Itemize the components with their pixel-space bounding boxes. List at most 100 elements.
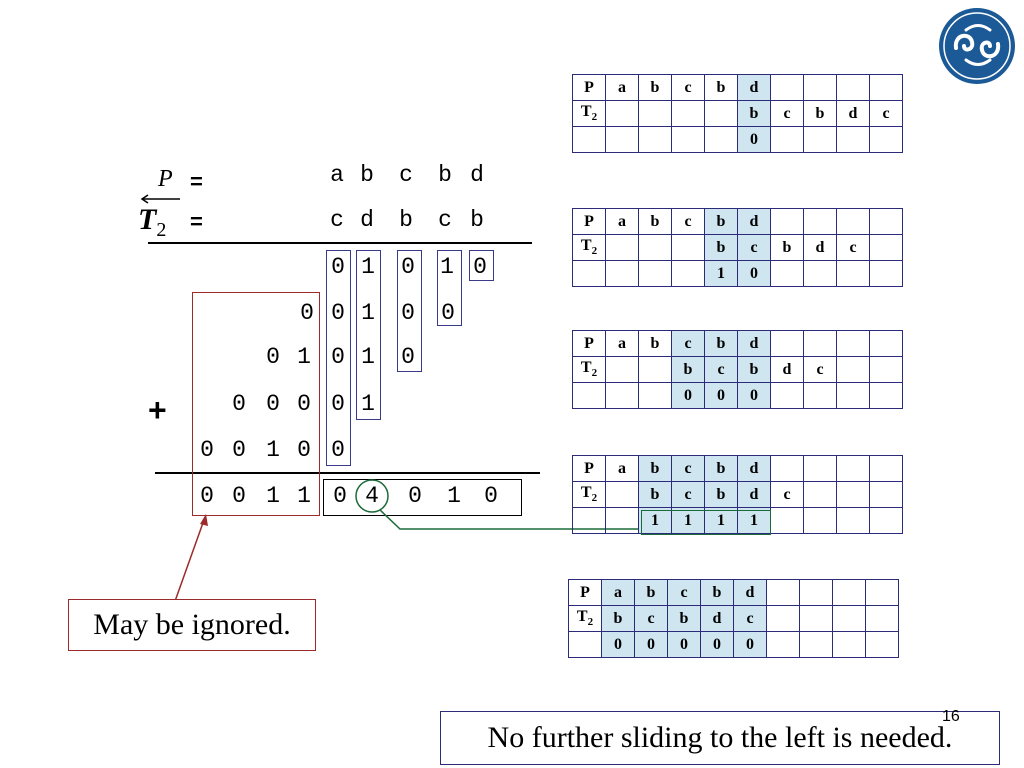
cell: 0 xyxy=(704,382,738,409)
cell xyxy=(869,126,903,153)
column-box xyxy=(437,250,462,326)
cell xyxy=(865,579,899,606)
cell xyxy=(869,74,903,101)
result-digit: 4 xyxy=(365,483,379,509)
row-header: P xyxy=(568,579,602,606)
cell xyxy=(836,455,870,482)
cell: c xyxy=(733,605,767,632)
cell: d xyxy=(737,74,771,101)
row-header xyxy=(572,260,606,287)
cell: b xyxy=(638,481,672,508)
alignment-table-2: P a b c b d T2 b c b d c 1 0 xyxy=(572,208,903,287)
table-row-result: 0 0 0 xyxy=(572,382,903,409)
cell xyxy=(766,605,800,632)
digit: 0 xyxy=(331,437,345,463)
cell: b xyxy=(770,234,804,261)
cell: d xyxy=(803,234,837,261)
cell: b xyxy=(638,208,672,235)
cell: d xyxy=(737,330,771,357)
t2-letter: T xyxy=(576,608,588,626)
table-row-p: P a b c b d xyxy=(572,208,903,235)
cell xyxy=(638,356,672,383)
table-row-p: P a b c b d xyxy=(572,74,903,101)
cell: b xyxy=(638,74,672,101)
row-header xyxy=(572,507,606,534)
cell xyxy=(836,126,870,153)
result-digit: 0 xyxy=(484,483,498,509)
t2-letter: T xyxy=(580,484,592,502)
cell xyxy=(865,631,899,658)
cell: a xyxy=(605,74,639,101)
cell xyxy=(605,260,639,287)
t2-label: T2 xyxy=(138,203,166,242)
row-header: P xyxy=(572,455,606,482)
cell xyxy=(803,507,837,534)
cell: 0 xyxy=(667,631,701,658)
t2-char: d xyxy=(360,207,374,233)
note-no-further-sliding: No further sliding to the left is needed… xyxy=(440,711,1000,765)
digit: 1 xyxy=(361,344,375,370)
t2-subscript: 2 xyxy=(591,367,598,380)
cell xyxy=(605,234,639,261)
row-header xyxy=(572,382,606,409)
cell xyxy=(638,234,672,261)
result-digit: 1 xyxy=(297,483,311,509)
cell xyxy=(803,330,837,357)
table-row-p: P a b c b d xyxy=(568,579,899,606)
t2-subscript: 2 xyxy=(591,492,598,505)
digit: 1 xyxy=(266,437,280,463)
cell xyxy=(803,260,837,287)
cell: c xyxy=(770,481,804,508)
cell: 0 xyxy=(737,126,771,153)
table-row-result: 1 0 xyxy=(572,260,903,287)
cell: a xyxy=(601,579,635,606)
column-box xyxy=(356,250,381,420)
equation-bottom-divider xyxy=(155,472,540,474)
digit: 0 xyxy=(401,300,415,326)
reverse-arrow-icon xyxy=(140,194,180,204)
result-kept-box xyxy=(323,479,522,516)
digit: 0 xyxy=(232,391,246,417)
row-header: P xyxy=(572,208,606,235)
cell: c xyxy=(671,481,705,508)
digit: 0 xyxy=(401,344,415,370)
digit: 0 xyxy=(331,344,345,370)
result-digit: 0 xyxy=(333,483,347,509)
t2-char: b xyxy=(470,207,484,233)
cell xyxy=(869,481,903,508)
cell: d xyxy=(737,455,771,482)
alignment-table-5: P a b c b d T2 b c b d c 0 0 0 0 0 xyxy=(568,579,899,658)
cell xyxy=(605,507,639,534)
cell xyxy=(869,382,903,409)
digit: 0 xyxy=(441,300,455,326)
table-row-t2: T2 b c b d c xyxy=(572,356,903,383)
cell: b xyxy=(700,579,734,606)
digit: 0 xyxy=(300,300,314,326)
cell xyxy=(836,260,870,287)
cell: b xyxy=(667,605,701,632)
cell xyxy=(770,455,804,482)
cell: b xyxy=(704,455,738,482)
table-row-result: 1 1 1 1 xyxy=(572,507,903,534)
cell xyxy=(836,507,870,534)
cell: b xyxy=(704,74,738,101)
cell xyxy=(770,260,804,287)
cell: 1 xyxy=(737,507,771,534)
p-char: a xyxy=(330,162,344,188)
column-box xyxy=(326,250,351,466)
t2-subscript: 2 xyxy=(591,111,598,124)
p-char: d xyxy=(470,162,484,188)
row-header: T2 xyxy=(572,234,606,261)
cell: b xyxy=(737,356,771,383)
cell: d xyxy=(733,579,767,606)
row-header xyxy=(572,126,606,153)
cell: c xyxy=(737,234,771,261)
cell: c xyxy=(671,74,705,101)
cell xyxy=(836,481,870,508)
cell xyxy=(638,126,672,153)
cell xyxy=(770,382,804,409)
p-equals: = xyxy=(190,169,203,194)
result-digit: 1 xyxy=(266,483,280,509)
cell: b xyxy=(803,100,837,127)
p-char: b xyxy=(360,162,374,188)
